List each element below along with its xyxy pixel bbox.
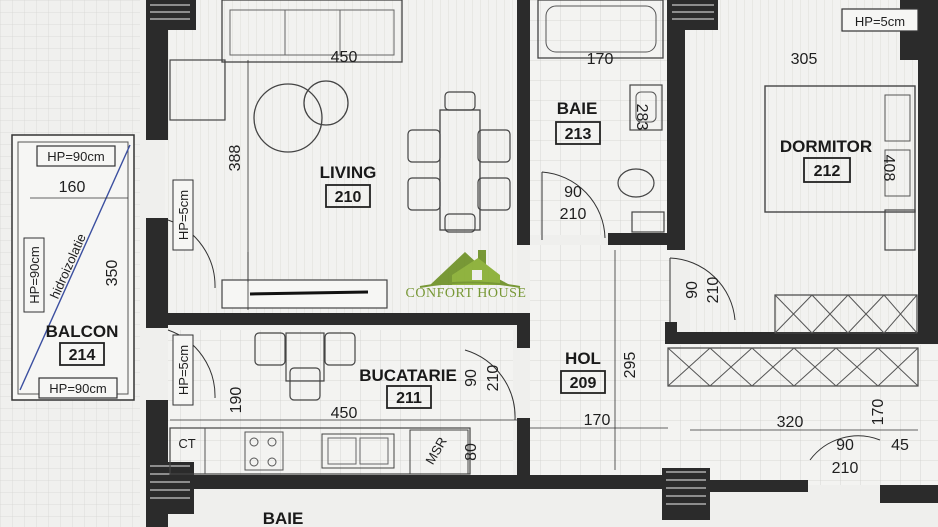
dim-dormitor-depth: 408 [880,155,897,182]
dim-kitchen-depth: 190 [228,387,245,414]
dim-kitchen-width: 450 [331,405,358,422]
hp-box-balcon-top [36,145,116,167]
dim-living-depth: 388 [227,145,244,172]
dim-kitchen-niche: 80 [463,443,480,461]
dim-hol-depth: 295 [622,352,639,379]
dim-bottom-small: 45 [891,437,909,454]
room-num-baie: 213 [565,126,592,143]
hp-label-box [841,8,919,32]
room-name-living: LIVING [320,163,377,182]
msr-unit [409,429,469,475]
sink [629,84,663,131]
dim-dormitor-width: 305 [791,51,818,68]
round-rug [253,83,323,153]
hp-box-balcon-bottom [38,377,118,399]
sofa-inner [229,9,395,56]
hp-box-balcon-side [23,237,45,313]
dim-kitchen-door-w: 90 [463,369,480,387]
corridor-floor [670,345,938,485]
hp-kitchen: HP=5cm [176,345,191,395]
bedroom-floor [690,0,920,340]
room-num-box-hol [560,370,606,394]
walls [146,0,938,527]
kitchen-counter [169,427,471,475]
dim-baie-depth: 283 [633,104,650,131]
dim-corridor-width: 320 [777,414,804,431]
dim-baie-width: 170 [587,51,614,68]
logo-text: CONFORT HOUSE [406,286,527,301]
toilet [617,168,655,198]
hall-floor [530,245,670,475]
hp-balcon-bottom: HP=90cm [49,381,106,396]
dim-bottom-door-h: 210 [832,460,859,477]
room-num-balcon: 214 [69,347,96,364]
hp-box-living [172,179,194,251]
hall-wardrobe [667,347,919,387]
room-num-box-dormitor [803,157,851,183]
kitchen-table-chairs [254,332,356,401]
hp-living: HP=5cm [176,190,191,240]
kitchen-floor [168,330,513,475]
room-name-dormitor: DORMITOR [780,137,872,156]
room-name-hol: HOL [565,349,601,368]
room-name-balcon: BALCON [46,322,119,341]
washing-machine [631,211,665,233]
wardrobe [774,294,918,334]
dim-balcon-depth: 350 [104,260,121,287]
hp-balcon-top: HP=90cm [47,149,104,164]
kitchen-sink [321,433,395,469]
room-name-baie-bottom: BAIE [263,509,304,527]
dim-living-width: 450 [331,49,358,66]
coffee-table [303,80,349,126]
room-num-box-bucatarie [386,385,432,409]
hp-top-right: HP=5cm [855,14,905,29]
room-num-bucatarie: 211 [396,390,422,407]
bath-floor [530,0,670,235]
dim-corridor-depth: 170 [870,399,887,426]
hp-balcon-side: HP=90cm [27,246,42,303]
dim-baie-door-w: 90 [564,184,582,201]
dim-baie-door-h: 210 [560,206,587,223]
room-num-living: 210 [335,189,362,206]
dim-dorm-door-h: 210 [705,277,722,304]
room-name-baie: BAIE [557,99,598,118]
armchair [169,59,226,121]
dim-dorm-door-w: 90 [684,281,701,299]
dim-balcon-width: 160 [59,179,86,196]
room-num-box-living [325,184,371,208]
hp-box-kitchen [172,334,194,406]
dimension-lines [30,60,918,470]
sofa [221,0,403,63]
waterproof-line [19,144,131,391]
bathtub [537,0,664,59]
dining-chairs [407,91,511,233]
room-name-bucatarie: BUCATARIE [359,366,457,385]
ct-label: CT [178,436,195,451]
dim-hol-width: 170 [584,412,611,429]
confort-house-logo: CONFORT HOUSE [406,250,527,301]
nightstand [884,209,916,251]
dim-bottom-door-w: 90 [836,437,854,454]
room-num-box-baie [555,121,601,145]
room-num-dormitor: 212 [814,163,841,180]
room-num-box-balcon [59,342,105,366]
cooktop [244,431,284,471]
dim-kitchen-door-h: 210 [485,365,502,392]
bed [764,85,916,213]
room-num-hol: 209 [570,375,597,392]
